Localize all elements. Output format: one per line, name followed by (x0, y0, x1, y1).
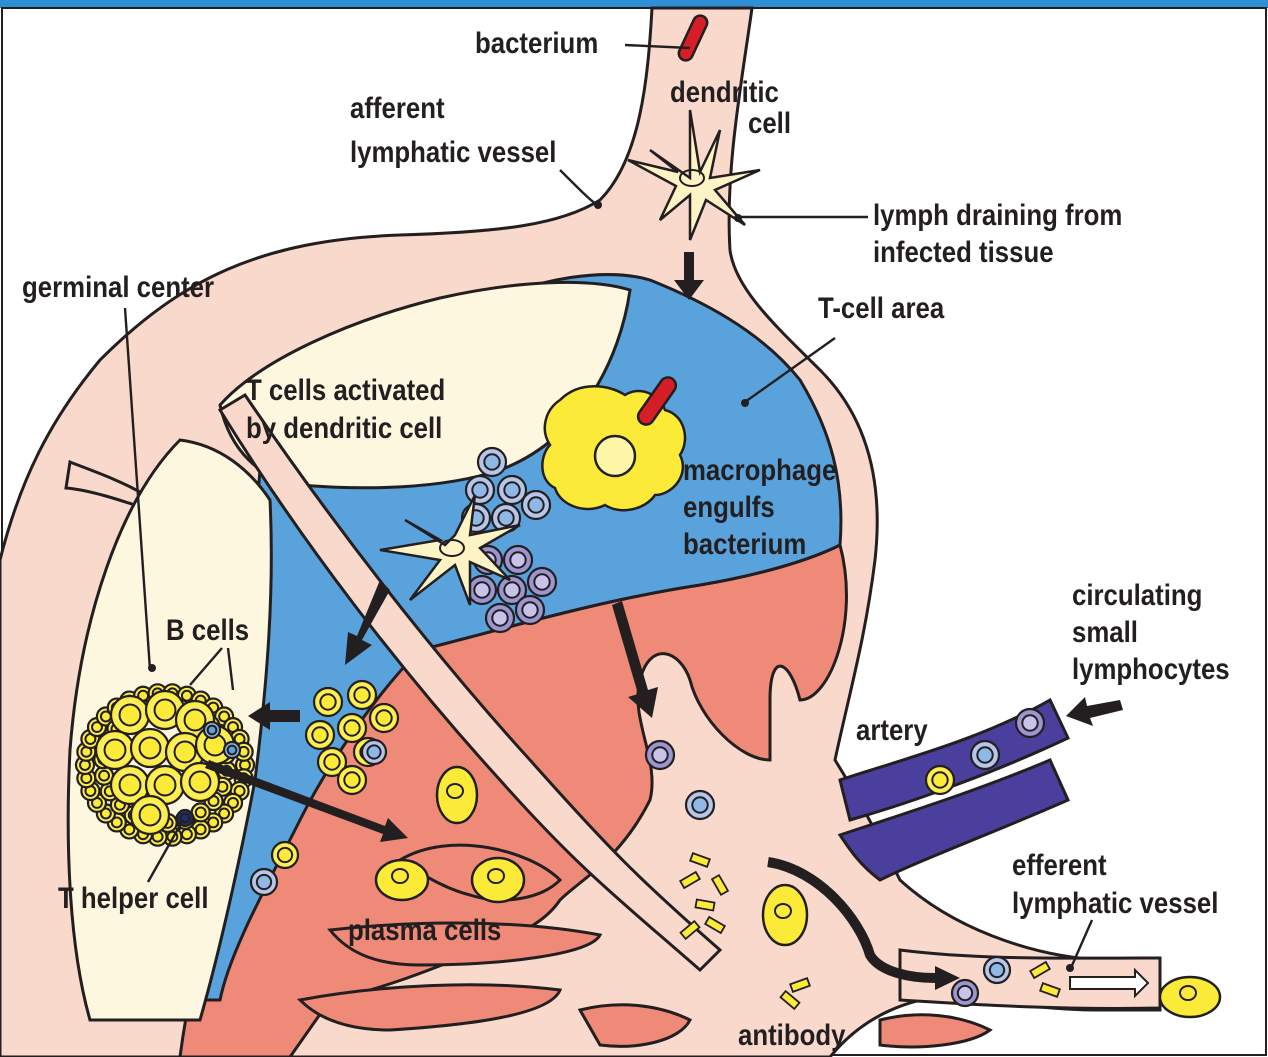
lymphocyte (338, 714, 366, 742)
frame-top-bar (0, 0, 1268, 8)
label-bacterium: bacterium (475, 26, 598, 59)
label-afferent-2: lymphatic vessel (350, 135, 556, 168)
label-efferent-1: efferent (1012, 848, 1107, 881)
plasma-cell (763, 885, 807, 945)
label-lymph-1: lymph draining from (873, 198, 1122, 231)
label-circulating-2: small (1072, 615, 1138, 648)
b-cell-cluster (76, 684, 254, 845)
lymphocyte (486, 604, 514, 632)
lymphocyte (362, 740, 386, 764)
lymphocyte (528, 568, 556, 596)
label-t-cell-area: T-cell area (818, 291, 945, 324)
lymphocyte (926, 766, 954, 794)
lymphocyte (338, 766, 366, 794)
lymphocyte (1016, 709, 1044, 737)
lymphocyte (984, 957, 1010, 983)
lymphocyte (111, 696, 149, 734)
label-b-cells: B cells (166, 613, 249, 646)
lymphocyte (971, 741, 999, 769)
label-plasma-cells: plasma cells (348, 913, 501, 946)
lymphocyte (468, 576, 496, 604)
plasma-cell (472, 858, 524, 902)
label-t-helper: T helper cell (58, 881, 209, 914)
label-efferent-2: lymphatic vessel (1012, 886, 1218, 919)
lymphocyte (466, 476, 494, 504)
lymphocyte (504, 546, 532, 574)
label-artery: artery (856, 713, 928, 746)
lymphocyte (646, 741, 674, 769)
plasma-cell (1160, 977, 1220, 1017)
label-macrophage-3: bacterium (683, 527, 806, 560)
label-germinal-center: germinal center (22, 270, 214, 303)
plasma-cell (437, 767, 477, 823)
lymphocyte (686, 791, 714, 819)
lymphocyte (348, 681, 376, 709)
lymphocyte (498, 476, 526, 504)
label-macrophage-2: engulfs (683, 490, 775, 523)
label-circulating-1: circulating (1072, 578, 1202, 611)
lymphocyte (224, 742, 240, 758)
lymphocyte (314, 688, 342, 716)
lymphocyte (478, 448, 506, 476)
label-afferent-1: afferent (350, 91, 445, 124)
label-lymph-2: infected tissue (873, 235, 1054, 268)
label-t-activated-1: T cells activated (246, 373, 445, 406)
lymphocyte (251, 869, 277, 895)
plasma-cell (376, 860, 428, 900)
lymphocyte (306, 721, 334, 749)
lymphocyte (96, 731, 134, 769)
lymphocyte (516, 596, 544, 624)
lymphocyte (370, 704, 398, 732)
label-antibody: antibody (738, 1018, 846, 1051)
lymphocyte (204, 722, 220, 738)
lymphocyte (522, 491, 550, 519)
lymphocyte (131, 796, 169, 834)
label-dendritic-2: cell (748, 106, 791, 139)
lymphocyte (952, 980, 978, 1006)
label-t-activated-2: by dendritic cell (246, 411, 442, 444)
label-dendritic-1: dendritic (670, 75, 779, 108)
lymphocyte (177, 810, 193, 826)
label-macrophage-1: macrophage (683, 453, 836, 486)
lymphocyte (131, 729, 169, 767)
lymphocyte (272, 842, 298, 868)
label-circulating-3: lymphocytes (1072, 652, 1230, 685)
